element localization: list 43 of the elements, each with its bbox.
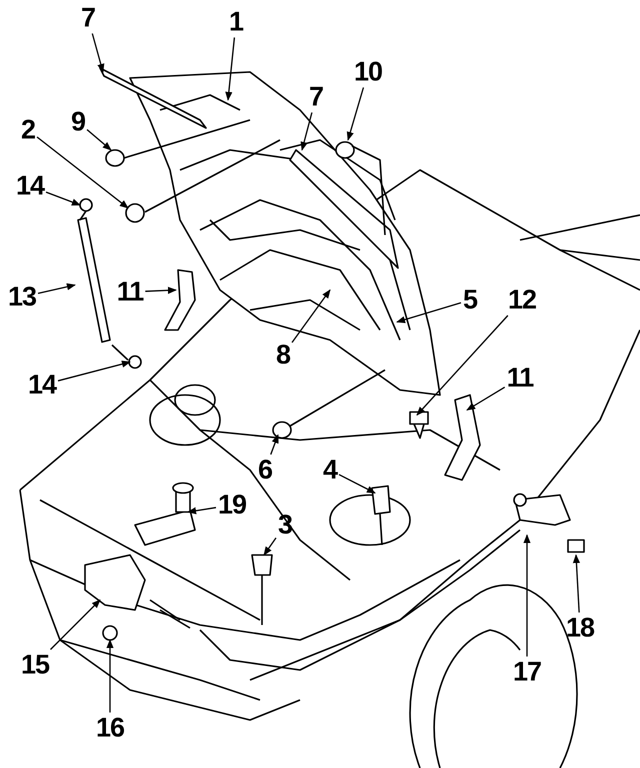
leader-line bbox=[36, 136, 129, 209]
callout-number: 9 bbox=[70, 108, 86, 136]
callout-number: 15 bbox=[20, 652, 50, 678]
callout-number: 8 bbox=[276, 342, 290, 368]
leader-line bbox=[338, 474, 376, 494]
leader-line bbox=[523, 534, 531, 656]
leader-line bbox=[58, 360, 131, 382]
leader-line bbox=[416, 315, 508, 416]
leader-line bbox=[92, 33, 104, 73]
callout-number: 7 bbox=[80, 4, 96, 32]
leader-line bbox=[270, 434, 279, 455]
callout-number: 2 bbox=[20, 116, 36, 144]
leader-line bbox=[46, 191, 81, 206]
leader-line bbox=[300, 112, 313, 151]
callout-number: 14 bbox=[28, 372, 56, 398]
leader-line bbox=[225, 37, 236, 101]
callout-number: 18 bbox=[566, 614, 594, 642]
leader-line bbox=[263, 538, 277, 556]
callout-number: 19 bbox=[218, 492, 246, 518]
leader-line bbox=[145, 286, 177, 294]
callout-number: 12 bbox=[508, 286, 536, 314]
leader-line bbox=[187, 506, 216, 514]
callout-number: 13 bbox=[8, 284, 36, 310]
callout-number: 16 bbox=[96, 714, 124, 742]
leader-line bbox=[86, 129, 112, 151]
callout-number: 4 bbox=[322, 456, 338, 484]
callout-number: 17 bbox=[512, 658, 542, 686]
callout-number: 11 bbox=[506, 364, 534, 392]
callout-number: 5 bbox=[462, 286, 478, 314]
leader-line bbox=[50, 599, 101, 650]
leader-line bbox=[466, 386, 506, 411]
leader-line bbox=[106, 639, 114, 712]
callout-number: 6 bbox=[258, 456, 272, 484]
leader-line bbox=[38, 283, 76, 294]
leader-line bbox=[572, 554, 580, 613]
leader-line bbox=[396, 302, 462, 324]
leader-line bbox=[291, 289, 331, 343]
callout-number: 10 bbox=[354, 58, 382, 86]
callout-number: 7 bbox=[308, 84, 324, 110]
callout-number: 1 bbox=[228, 8, 244, 36]
leader-line bbox=[346, 87, 364, 141]
callout-number: 11 bbox=[116, 278, 144, 306]
callout-number: 14 bbox=[16, 172, 44, 200]
